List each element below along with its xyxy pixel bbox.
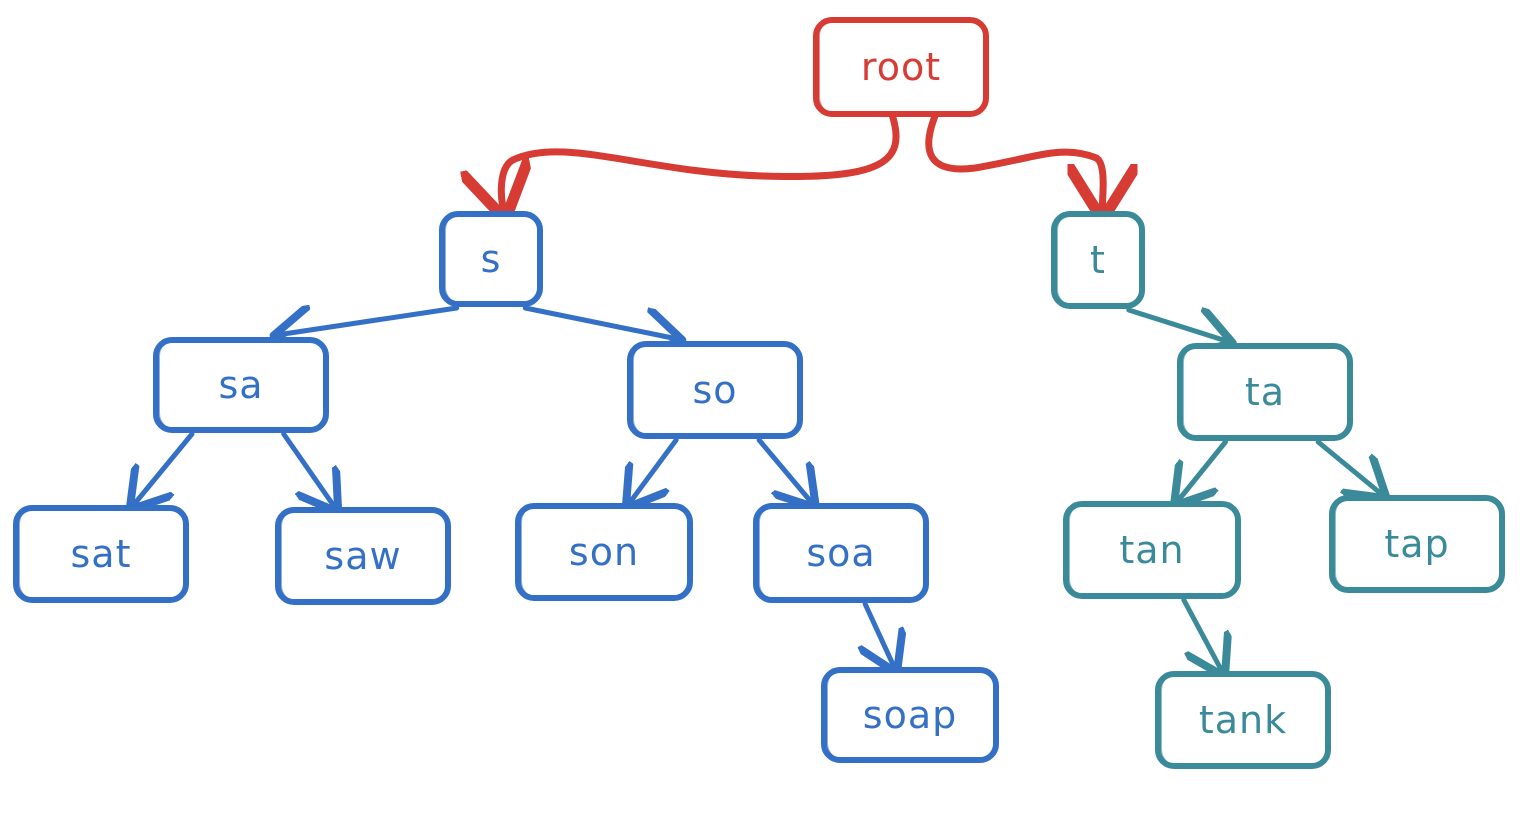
node-soa: soa xyxy=(753,503,929,603)
node-sa-sketch-outline xyxy=(158,337,326,432)
node-sat-label: sat xyxy=(71,532,132,576)
node-so-sketch-outline xyxy=(632,341,800,438)
edge-so-to-soa xyxy=(756,437,809,500)
edge-root-to-s xyxy=(501,112,900,206)
node-soap-label: soap xyxy=(863,693,957,737)
node-tap: tap xyxy=(1329,495,1505,593)
node-s-sketch-outline xyxy=(444,211,540,306)
node-so: so xyxy=(627,341,803,439)
node-s: s xyxy=(439,211,543,307)
node-ta-sketch-outline xyxy=(1182,343,1350,440)
node-tan-sketch-outline xyxy=(1068,501,1238,598)
node-ta: ta xyxy=(1177,343,1353,441)
node-soap-sketch-outline xyxy=(826,667,996,762)
node-son: son xyxy=(515,503,693,601)
edge-t-to-ta xyxy=(1126,310,1223,340)
node-soap: soap xyxy=(821,667,999,763)
node-saw-label: saw xyxy=(324,534,401,578)
node-sat: sat xyxy=(13,505,189,603)
node-tank-label: tank xyxy=(1199,698,1287,742)
edge-s-to-so xyxy=(522,305,672,338)
edge-ta-to-tap xyxy=(1315,439,1379,492)
node-soa-label: soa xyxy=(806,531,875,575)
node-sat-sketch-outline xyxy=(18,505,186,602)
edge-so-to-son xyxy=(632,437,679,500)
node-so-label: so xyxy=(692,368,737,412)
node-t-label: t xyxy=(1090,238,1106,282)
edge-ta-to-tan xyxy=(1180,439,1228,498)
node-sa-label: sa xyxy=(218,363,263,407)
node-root-label: root xyxy=(861,45,941,89)
edge-soa-to-soap xyxy=(865,601,893,664)
node-tap-label: tap xyxy=(1384,522,1449,566)
node-tan-label: tan xyxy=(1119,528,1184,572)
node-tap-sketch-outline xyxy=(1334,495,1502,592)
edge-sa-to-saw xyxy=(281,431,333,504)
node-tank-sketch-outline xyxy=(1160,671,1328,768)
node-son-label: son xyxy=(569,530,639,574)
edge-s-to-sa xyxy=(284,308,460,334)
edge-sa-to-sat xyxy=(136,431,195,502)
node-root: root xyxy=(813,17,989,117)
node-tank: tank xyxy=(1155,671,1331,769)
node-saw: saw xyxy=(275,507,451,605)
node-son-sketch-outline xyxy=(520,503,690,600)
node-soa-sketch-outline xyxy=(758,503,926,602)
nodes-layer: root s t sa so ta sat saw son soa tan tap soap tank xyxy=(13,17,1505,769)
node-s-label: s xyxy=(481,237,502,281)
node-root-sketch-outline xyxy=(818,17,986,116)
node-t-sketch-outline xyxy=(1056,211,1142,308)
edge-tan-to-tank xyxy=(1181,597,1220,668)
node-t: t xyxy=(1051,211,1145,309)
node-saw-sketch-outline xyxy=(280,507,448,604)
node-sa: sa xyxy=(153,337,329,433)
node-ta-label: ta xyxy=(1245,370,1285,414)
edge-root-to-t xyxy=(925,112,1103,206)
edges-layer xyxy=(136,112,1379,668)
node-tan: tan xyxy=(1063,501,1241,599)
